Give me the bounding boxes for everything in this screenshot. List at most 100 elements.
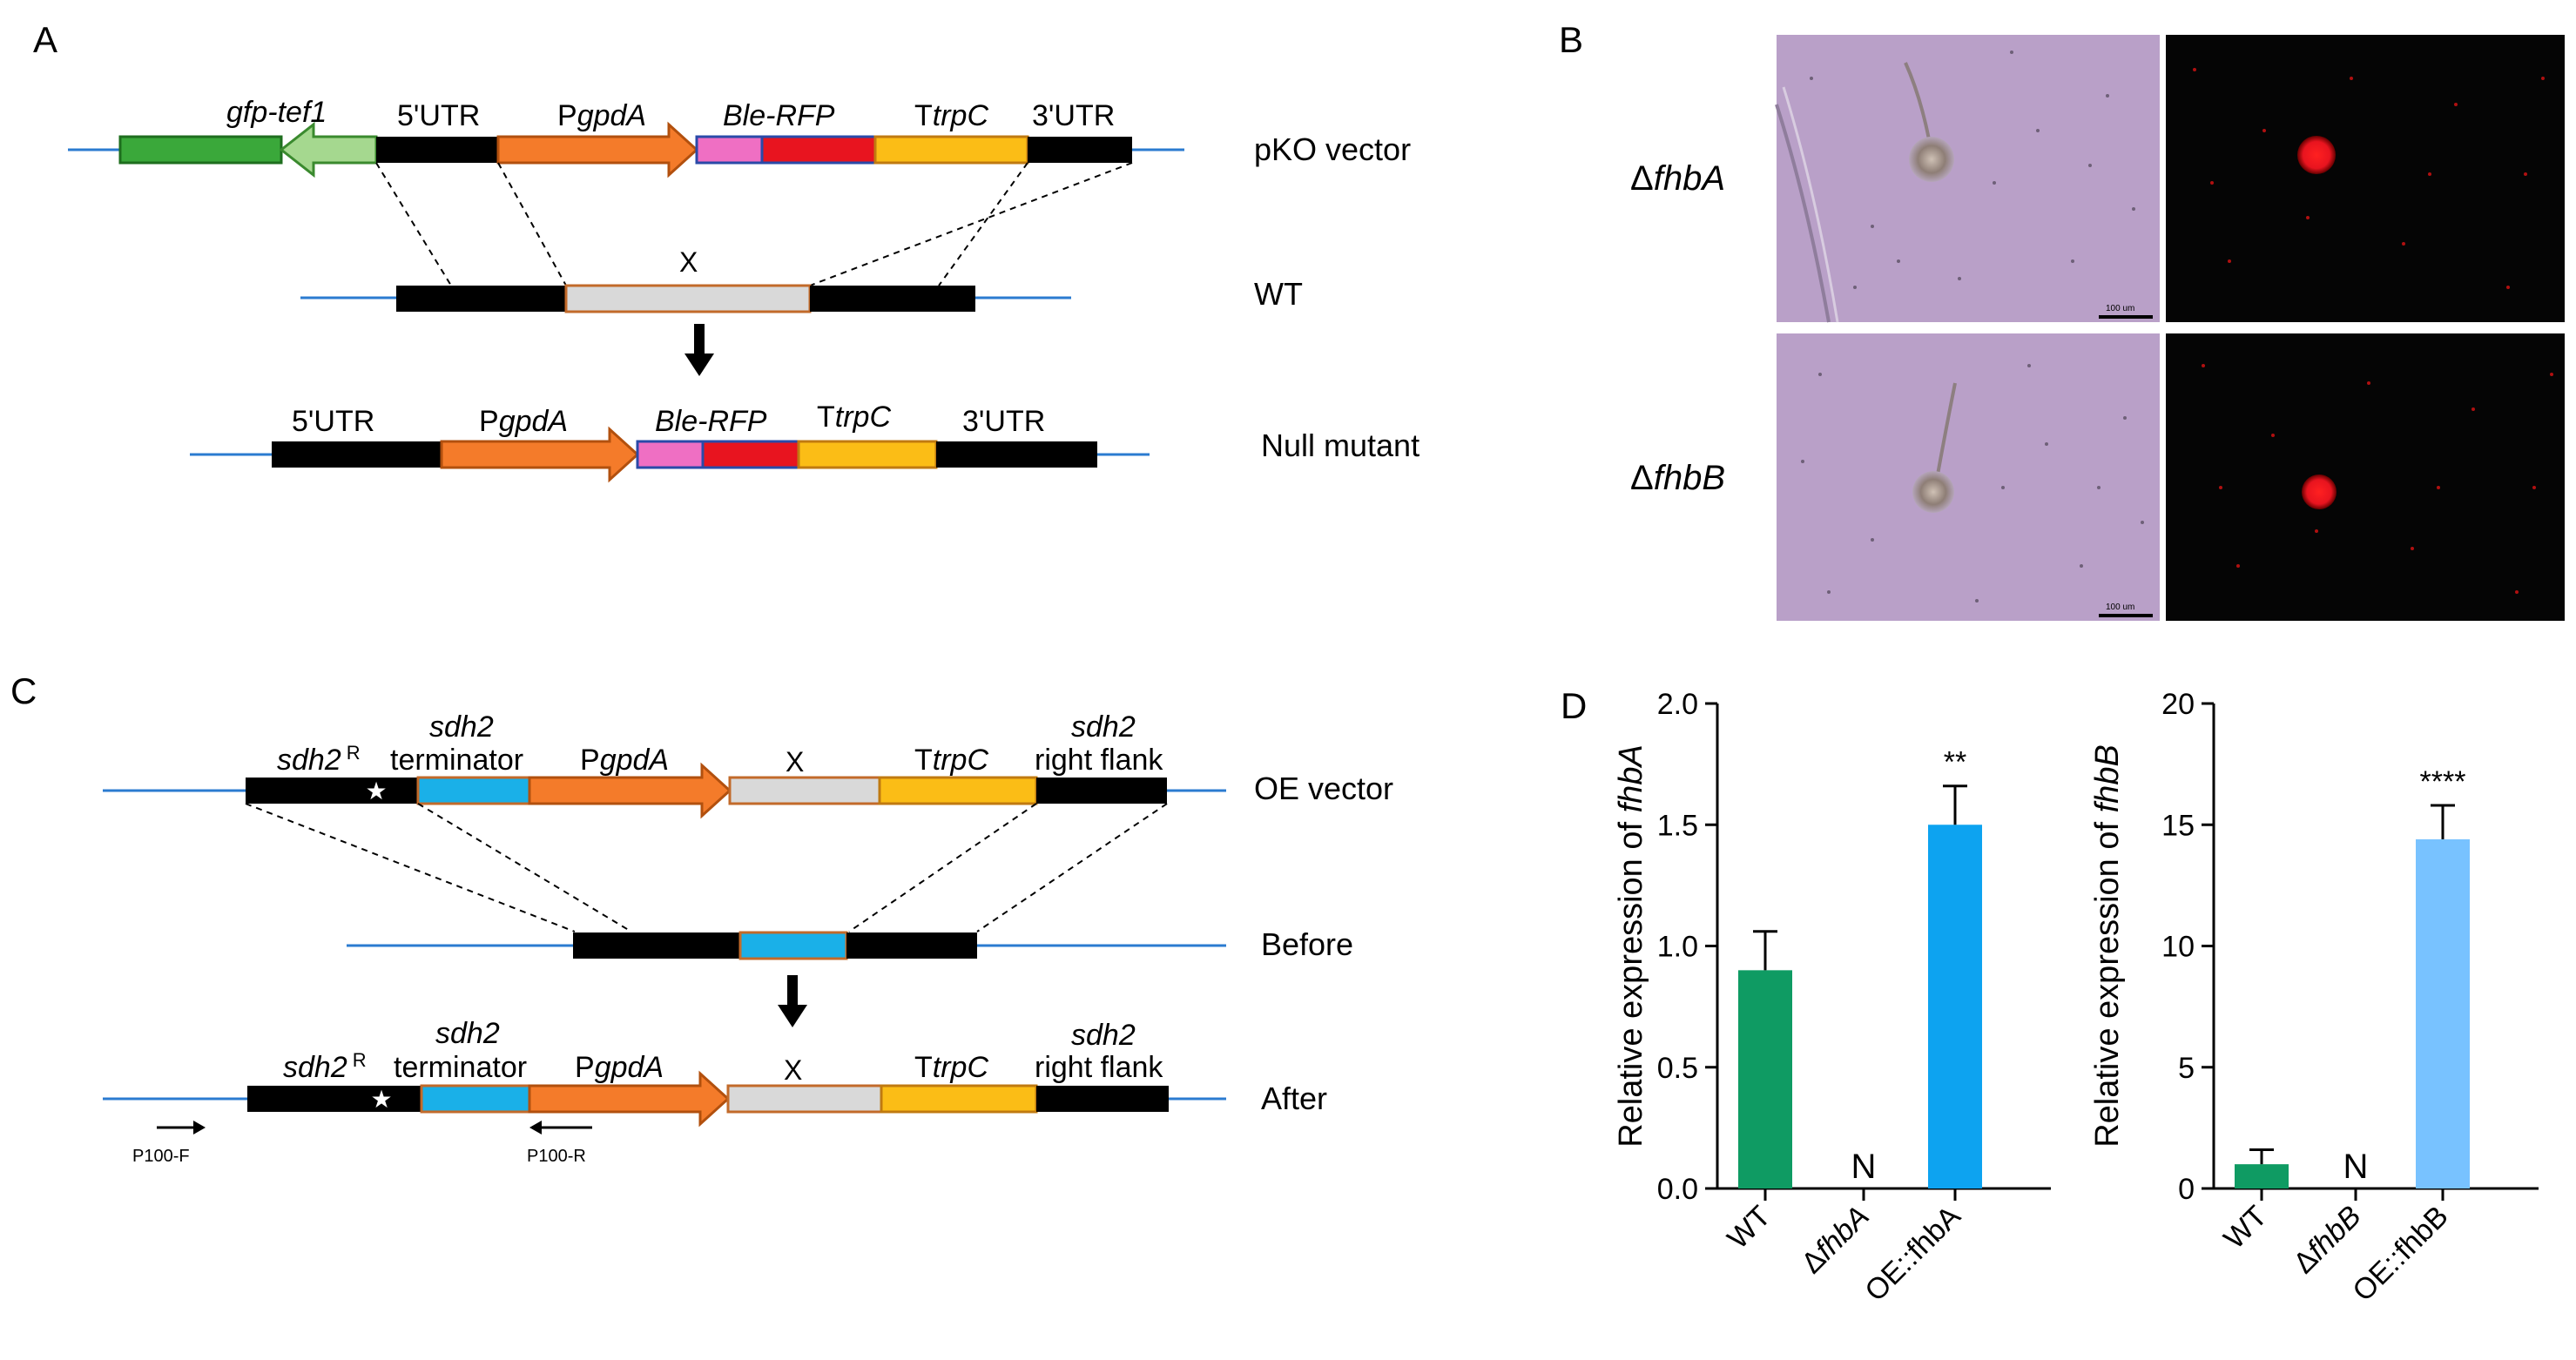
trpc-box [878,776,1038,805]
star-icon: ★ [365,778,387,805]
scale-bar [2099,614,2153,617]
ttrpc-label: TtrpC [817,401,891,434]
fluorescence-image-fhbb [2166,333,2565,621]
panel-label-a: A [33,19,57,60]
y-tick-label: 0 [2178,1173,2195,1206]
y-tick-label: 1.0 [1657,931,1698,964]
bar [1928,825,1982,1188]
ble-rfp-label: Ble-RFP [723,99,835,132]
sdh2-terminator-box [420,1084,531,1114]
x-tick-label: ΔfhbA [1795,1200,1875,1280]
scale-bar-label: 100 um [2106,304,2134,313]
panel-a: A gfp-tef1 5'UTR PgpdA Ble-RFP TtrpC 3'U… [33,19,1419,483]
ttrpc-label: TtrpC [914,1051,988,1084]
down-arrow-icon [684,324,714,376]
sdh2-terminator-box [416,776,531,805]
x-gene-box [564,284,812,313]
pgpda-arrow [440,426,640,483]
wt-left-flank [396,286,566,312]
y-tick-label: 0.0 [1657,1173,1698,1206]
panel-label-b: B [1559,19,1583,60]
primer-r-arrow-icon [529,1121,592,1134]
utr3-box [1028,137,1132,163]
sdh2-terminator-word-label: terminator [390,744,523,777]
x-tick-label: OE::fhbA [1858,1200,1967,1309]
pgpda-label: PgpdA [479,405,568,438]
row-label-fhbb: ΔfhbB [1630,459,1725,497]
before-left-flank [573,932,740,959]
utr3-label: 3'UTR [962,405,1045,438]
fluor-speckles [2202,364,2553,594]
x-label: X [784,1054,802,1086]
ble-box [695,135,764,165]
sdh2r-box [246,778,418,804]
ttrpc-label: TtrpC [914,744,988,777]
pko-vector-construct: gfp-tef1 5'UTR PgpdA Ble-RFP TtrpC 3'UTR… [68,96,1411,178]
row-label-after: After [1261,1081,1327,1116]
scale-bar-label: 100 um [2106,603,2134,612]
x-gene-box [728,776,881,805]
sdh2-terminator-word-label: terminator [394,1051,527,1084]
tef1-arrow [279,121,378,178]
star-icon: ★ [370,1086,392,1113]
fluorescence-image-fhba [2166,35,2565,322]
utr5-box [272,441,442,468]
wt-right-flank [810,286,975,312]
y-tick-label: 2.0 [1657,688,1698,721]
x-label: X [679,246,698,278]
null-mutant-construct: 5'UTR PgpdA Ble-RFP TtrpC 3'UTR Null mut… [190,401,1419,483]
row-label-wt: WT [1254,276,1303,312]
not-detected-label: N [1851,1148,1877,1186]
row-label-fhba: ΔfhbA [1630,159,1725,198]
x-tick-label: ΔfhbB [2287,1200,2367,1280]
panel-label-d: D [1561,685,1587,726]
fluorescent-spore [2302,475,2337,509]
utr5-label: 5'UTR [292,405,374,438]
row-label-before: Before [1261,926,1353,962]
sdh2-right-flank-gene-label: sdh2 [1071,1019,1136,1052]
rfp-box [701,440,800,469]
not-detected-label: N [2343,1148,2369,1186]
y-tick-label: 15 [2161,809,2195,842]
pgpda-arrow [528,762,732,819]
trpc-box [797,440,938,469]
y-tick-label: 20 [2161,688,2195,721]
sdh2-right-flank-box [1036,778,1167,804]
bright-field-image-fhbb: 100 um [1777,333,2160,621]
debris-dots [1810,50,2135,289]
pgpda-arrow [528,1070,731,1128]
utr5-box [376,137,498,163]
gfp-box [118,135,283,165]
y-tick-label: 5 [2178,1052,2195,1085]
x-tick-label: OE::fhbB [2346,1200,2454,1308]
pgpda-label: PgpdA [557,99,646,132]
ble-rfp-label: Ble-RFP [655,405,767,438]
x-tick-label: WT [1721,1200,1777,1256]
pgpda-label: PgpdA [575,1051,664,1084]
y-tick-label: 10 [2161,931,2195,964]
panel-b: B ΔfhbA ΔfhbB 100 um [1559,19,2565,621]
sdh2r-box [247,1086,421,1112]
sdh2-right-flank-box [1036,1086,1169,1112]
significance-label: ** [1944,746,1966,779]
row-label-pko: pKO vector [1254,131,1411,167]
utr5-label: 5'UTR [397,99,480,132]
x-label: X [786,746,804,778]
right-flank-word-label: right flank [1035,1051,1163,1084]
panel-label-c: C [10,670,37,711]
ble-box [636,440,705,469]
ttrpc-label: TtrpC [914,99,988,132]
crossover-lines [245,803,1168,932]
trpc-box [880,1084,1038,1114]
trpc-box [873,135,1029,165]
bar [2416,838,2470,1188]
x-gene-box [726,1084,883,1114]
